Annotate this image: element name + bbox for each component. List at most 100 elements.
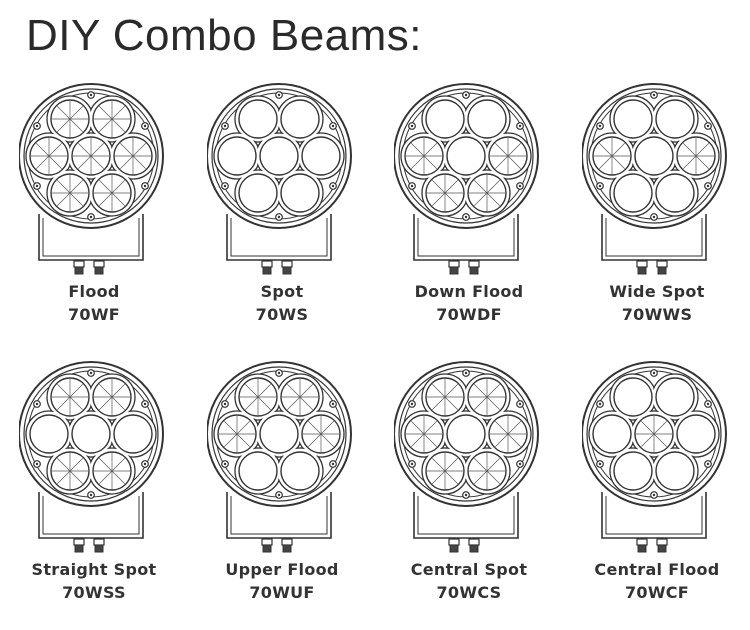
screw-center	[706, 184, 710, 188]
beam-item-upper-flood: Upper Flood 70WUF	[188, 360, 376, 630]
screw-center	[652, 93, 656, 97]
led-bottom-right-spot	[655, 451, 695, 491]
lens-spot	[280, 99, 320, 139]
led-top-left-flood	[50, 99, 90, 139]
mounting-bracket-inner	[417, 496, 515, 535]
lens-spot	[676, 414, 716, 454]
lens-spot	[592, 414, 632, 454]
bolt-nut	[657, 266, 667, 275]
bolt-head	[448, 260, 460, 268]
lens-spot	[446, 136, 486, 176]
flood-facet-line	[432, 384, 458, 410]
lens-spot	[613, 99, 653, 139]
lens-spot	[467, 99, 507, 139]
led-center-spot	[71, 414, 111, 454]
screw-center	[518, 462, 522, 466]
mounting-bracket-inner	[42, 218, 140, 257]
led-bottom-right-flood	[92, 173, 132, 213]
beam-code: 70WSS	[62, 583, 126, 602]
housing-bezel	[23, 88, 159, 224]
flood-facet-line	[474, 384, 500, 410]
screw-center	[652, 215, 656, 219]
screw-center	[464, 215, 468, 219]
flood-facet-line	[99, 180, 125, 206]
flood-facet-line	[599, 143, 625, 169]
lens-spot	[113, 414, 153, 454]
beam-code: 70WDF	[436, 305, 502, 324]
beam-item-central-spot: Central Spot 70WCS	[375, 360, 563, 630]
bolt-head	[636, 260, 648, 268]
bolt-head	[656, 538, 668, 546]
bolt-head	[656, 260, 668, 268]
bolt-head	[468, 260, 480, 268]
screw-center	[410, 184, 414, 188]
housing-bezel	[586, 88, 722, 224]
led-center-spot	[446, 414, 486, 454]
screw-center	[277, 93, 281, 97]
led-bottom-left-flood	[425, 451, 465, 491]
led-top-left-flood	[425, 377, 465, 417]
led-top-right-flood	[467, 377, 507, 417]
screw-center	[223, 402, 227, 406]
mounting-bracket	[226, 214, 332, 261]
housing-bezel	[398, 366, 534, 502]
beam-item-spot: Spot 70WS	[188, 82, 376, 352]
beam-name: Central Spot	[410, 560, 528, 579]
bolt-nut	[282, 266, 292, 275]
lens-spot	[238, 99, 278, 139]
lens-spot	[634, 136, 674, 176]
screw-center	[223, 124, 227, 128]
led-bottom-left-spot	[613, 451, 653, 491]
led-top-left-spot	[613, 377, 653, 417]
bolt-nut	[657, 544, 667, 553]
beam-name: Spot	[260, 282, 304, 301]
flood-facet-line	[78, 143, 104, 169]
beam-code: 70WCS	[436, 583, 502, 602]
mounting-bracket	[601, 492, 707, 539]
bolt-nut	[469, 544, 479, 553]
beam-name: Upper Flood	[225, 560, 339, 579]
spot-lamp-diagram	[207, 83, 352, 275]
flood-facet-line	[36, 143, 62, 169]
screw-center	[598, 124, 602, 128]
flood-facet-line	[224, 421, 250, 447]
mounting-bracket	[601, 214, 707, 261]
screw-center	[89, 215, 93, 219]
lens-spot	[29, 414, 69, 454]
led-bottom-right-spot	[280, 451, 320, 491]
lens-spot	[655, 173, 695, 213]
flood-facet-line	[432, 458, 458, 484]
led-middle-right-flood	[488, 414, 528, 454]
screw-center	[706, 402, 710, 406]
screw-center	[331, 124, 335, 128]
screw-center	[464, 371, 468, 375]
mounting-bracket	[38, 214, 144, 261]
screw-center	[518, 184, 522, 188]
led-top-right-flood	[280, 377, 320, 417]
beam-name: Central Flood	[594, 560, 720, 579]
bolt-nut	[94, 266, 104, 275]
beam-code: 70WCF	[624, 583, 690, 602]
lens-spot	[259, 136, 299, 176]
flood-facet-line	[287, 384, 313, 410]
led-bottom-left-spot	[613, 173, 653, 213]
screw-center	[223, 462, 227, 466]
led-middle-left-flood	[592, 136, 632, 176]
screw-center	[652, 493, 656, 497]
housing-bezel	[586, 366, 722, 502]
bolt-nut	[449, 544, 459, 553]
mounting-bracket	[413, 492, 519, 539]
screw-center	[143, 184, 147, 188]
led-middle-left-flood	[404, 414, 444, 454]
beam-code: 70WS	[255, 305, 309, 324]
lens-spot	[71, 414, 111, 454]
mounting-bracket-inner	[230, 496, 328, 535]
lens-spot	[655, 451, 695, 491]
down-flood-lamp-diagram	[394, 83, 539, 275]
screw-center	[143, 462, 147, 466]
mounting-bracket	[38, 492, 144, 539]
screw-center	[410, 402, 414, 406]
bolt-head	[73, 260, 85, 268]
lens-spot	[655, 377, 695, 417]
flood-facet-line	[411, 421, 437, 447]
